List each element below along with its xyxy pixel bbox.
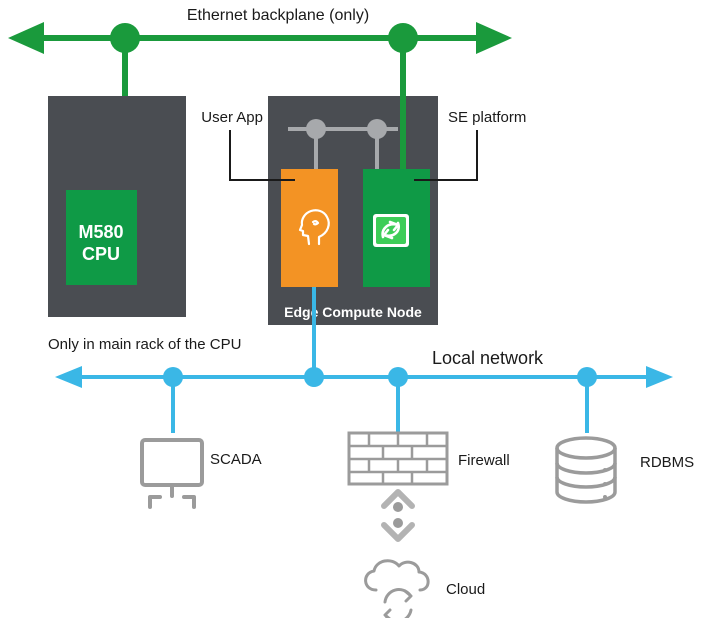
se-platform-label: SE platform [448, 109, 526, 126]
scada-label: SCADA [210, 451, 262, 468]
network-left-arrow [55, 366, 82, 388]
monitor-icon [140, 438, 204, 509]
local-network-label: Local network [432, 348, 544, 368]
network-node-edge [304, 367, 324, 387]
brick-wall-icon [347, 431, 449, 486]
rack-note: Only in main rack of the CPU [48, 336, 241, 353]
cpu-label-line1: M580 [78, 222, 123, 242]
network-node-rdbms [577, 367, 597, 387]
backplane-right-arrow [476, 22, 512, 54]
cpu-module [66, 190, 137, 285]
network-node-scada [163, 367, 183, 387]
firewall-label: Firewall [458, 452, 510, 469]
se-platform-callout [414, 130, 478, 181]
head-silhouette-icon [298, 209, 330, 246]
internal-bus-node-1 [306, 119, 326, 139]
database-icon [555, 436, 617, 504]
internal-bus-node-2 [367, 119, 387, 139]
cpu-label-line2: CPU [82, 244, 120, 264]
edge-node-label: Edge Compute Node [284, 304, 422, 320]
backplane-left-arrow [8, 22, 44, 54]
network-node-firewall [388, 367, 408, 387]
user-app-label: User App [201, 109, 263, 126]
ethernet-backplane [8, 22, 512, 96]
user-app-module [281, 169, 338, 287]
backplane-node-cpu [110, 23, 140, 53]
backplane-label: Ethernet backplane (only) [187, 7, 369, 24]
user-app-callout [229, 130, 295, 181]
cloud-sync-icon [364, 559, 430, 618]
cloud-label: Cloud [446, 581, 485, 598]
bidirectional-arrow-icon [381, 489, 415, 542]
rdbms-label: RDBMS [640, 454, 694, 471]
local-network-bus [55, 287, 673, 433]
network-right-arrow [646, 366, 673, 388]
schneider-logo-icon [373, 214, 409, 247]
